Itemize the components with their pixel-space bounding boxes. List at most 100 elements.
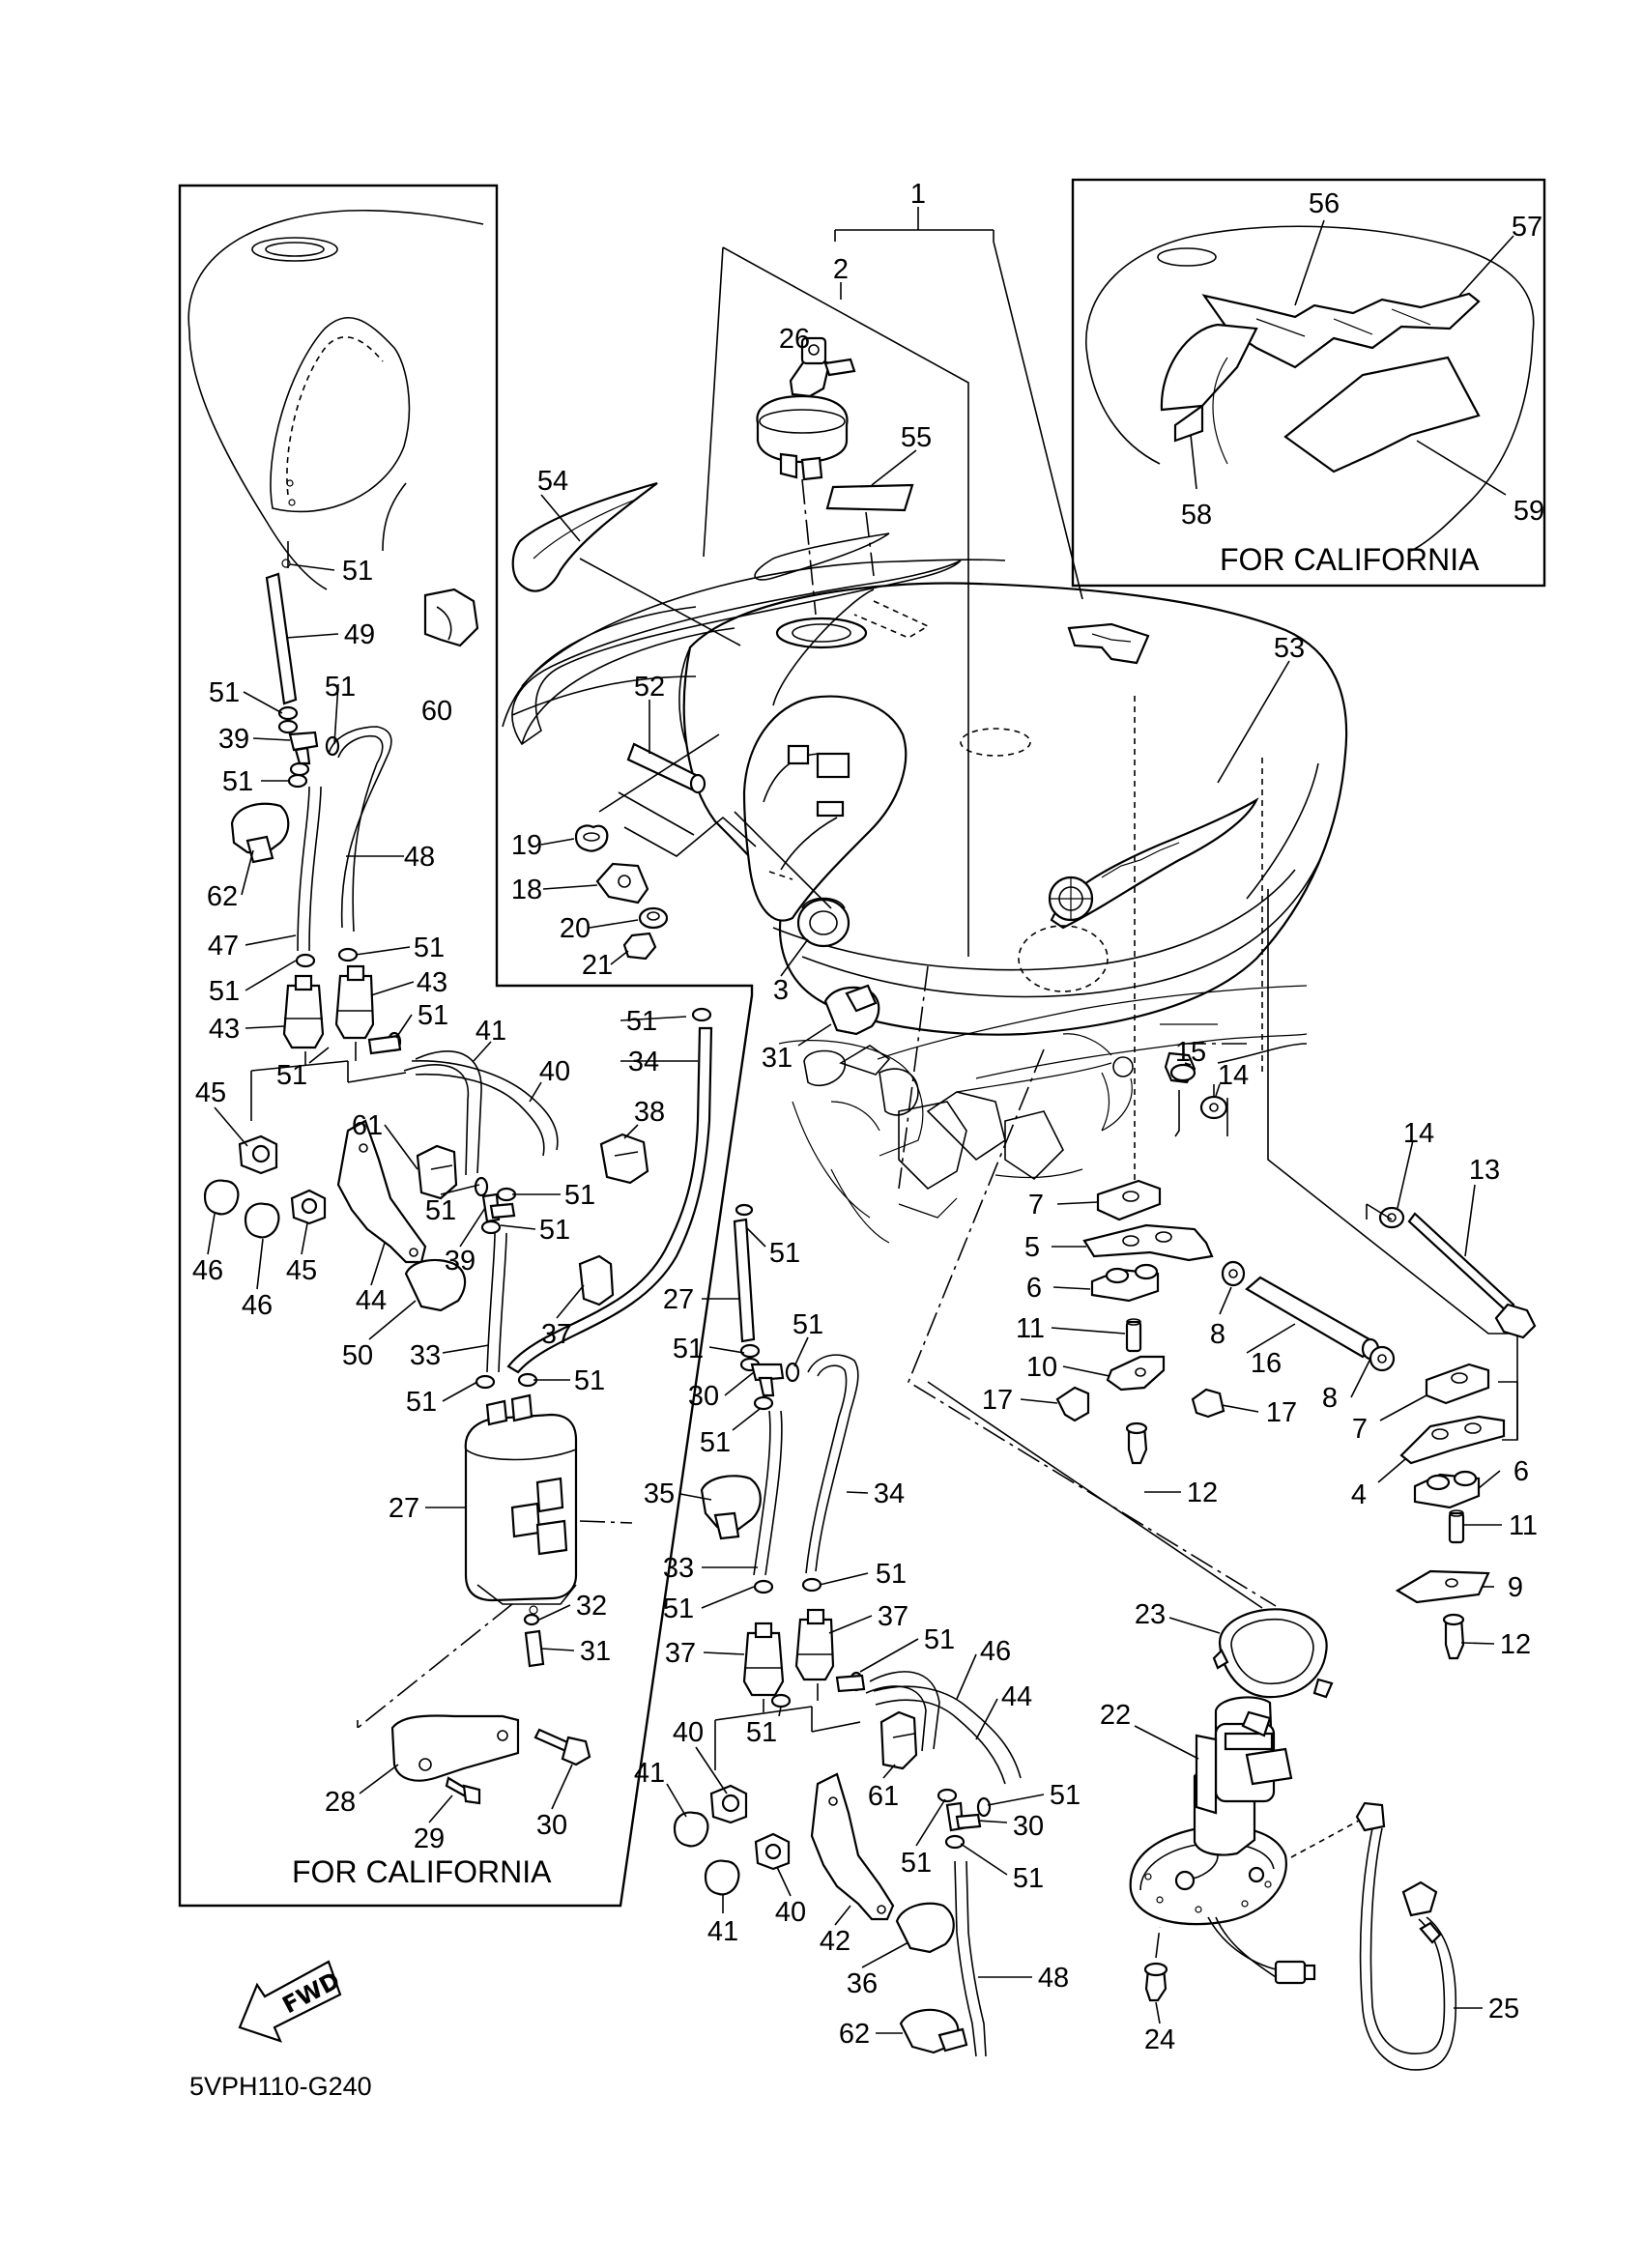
california-caption-left: FOR CALIFORNIA [292,1854,552,1889]
callout-55: 55 [901,422,932,453]
callout-37: 37 [878,1601,908,1632]
callout-18: 18 [511,875,542,905]
washer-8-lower [1369,1345,1396,1372]
callout-51: 51 [663,1593,694,1624]
callout-32: 32 [576,1591,607,1622]
callout-8: 8 [1210,1319,1225,1350]
callout-43: 43 [417,967,447,998]
fuel-cap-26 [756,336,856,481]
callout-51: 51 [276,1060,307,1091]
callout-11: 11 [1509,1510,1538,1541]
callout-15: 15 [1175,1037,1206,1068]
drawing-code: 5VPH110-G240 [189,2072,372,2101]
callout-24: 24 [1144,2024,1175,2055]
bolt-12-upper [1125,1421,1148,1465]
grommet-3 [796,897,850,948]
callout-51: 51 [414,933,445,963]
callout-60: 60 [421,696,452,727]
callout-51: 51 [574,1365,605,1396]
callout-41: 41 [634,1758,665,1789]
callout-39: 39 [218,724,249,755]
callout-2: 2 [833,254,849,285]
callout-11: 11 [1016,1313,1045,1344]
callout-46: 46 [242,1290,273,1321]
callout-51: 51 [539,1215,570,1246]
callout-45: 45 [286,1255,317,1286]
callout-51: 51 [673,1334,704,1364]
callout-5: 5 [1024,1232,1040,1263]
fuel-pump-22 [1129,1696,1316,1985]
callout-23: 23 [1135,1599,1166,1630]
frame-background [778,985,1308,1244]
bracket-4 [1399,1415,1506,1465]
callout-33: 33 [663,1553,694,1584]
callout-56: 56 [1309,188,1340,219]
callout-37: 37 [541,1319,572,1350]
callout-27: 27 [389,1493,419,1524]
inset-left-tank [187,209,484,590]
callout-6: 6 [1513,1456,1529,1487]
inset-right-tank-shields [1085,225,1535,552]
bolt-13 [1407,1212,1537,1339]
callout-17: 17 [1266,1397,1297,1428]
callout-10: 10 [1026,1352,1057,1383]
callout-51: 51 [746,1717,777,1748]
callout-30: 30 [1013,1811,1044,1842]
bracket-5 [1082,1223,1214,1262]
collar-16 [1245,1276,1380,1361]
callout-50: 50 [342,1340,373,1371]
callout-19: 19 [511,830,542,861]
callout-35: 35 [644,1479,675,1509]
grommet-19 [574,824,609,852]
left-inset-leaders [207,563,698,1823]
gasket-23 [1212,1608,1334,1699]
callout-34: 34 [874,1479,905,1509]
callout-16: 16 [1251,1348,1282,1379]
callout-33: 33 [410,1340,441,1371]
collar-11-lower [1448,1509,1465,1544]
callout-51: 51 [700,1427,731,1458]
callout-31: 31 [762,1043,793,1074]
callout-51: 51 [418,1000,448,1031]
forward-arrow-icon: FWD [238,1960,344,2043]
callout-57: 57 [1512,212,1542,243]
callout-7: 7 [1028,1190,1044,1220]
callout-49: 49 [344,619,375,650]
callout-38: 38 [634,1097,665,1128]
callout-51: 51 [406,1387,437,1418]
callout-40: 40 [673,1717,704,1748]
damper-7-lower [1425,1363,1490,1405]
callout-30: 30 [688,1381,719,1412]
callout-51: 51 [1013,1863,1044,1894]
callout-51: 51 [342,556,373,587]
fuel-tank-main [502,559,1348,1036]
callout-62: 62 [839,2019,870,2050]
fuel-hose-25 [1355,1801,1457,2071]
callout-54: 54 [537,466,568,497]
tank-side-stripe [511,560,962,746]
callout-51: 51 [325,672,356,703]
callout-61: 61 [868,1781,899,1812]
callout-14: 14 [1218,1060,1249,1091]
washer-14-top [1199,1095,1228,1120]
callout-26: 26 [779,324,810,355]
callout-40: 40 [775,1897,806,1928]
right-leaders [1020,1062,1502,2024]
california-inset-left-border [178,184,754,1908]
callout-12: 12 [1500,1629,1531,1660]
callout-51: 51 [901,1848,932,1879]
callout-43: 43 [209,1014,240,1045]
bracket-18 [595,862,649,904]
callout-51: 51 [876,1559,907,1590]
callout-17: 17 [982,1385,1013,1416]
callout-22: 22 [1100,1700,1131,1731]
plate-9 [1395,1569,1490,1604]
callout-3: 3 [773,975,789,1006]
callout-62: 62 [207,881,238,912]
callout-14: 14 [1403,1118,1434,1149]
callout-4: 4 [1351,1479,1367,1510]
callout-25: 25 [1488,1994,1519,2024]
callout-8: 8 [1322,1383,1338,1414]
callout-40: 40 [539,1056,570,1087]
